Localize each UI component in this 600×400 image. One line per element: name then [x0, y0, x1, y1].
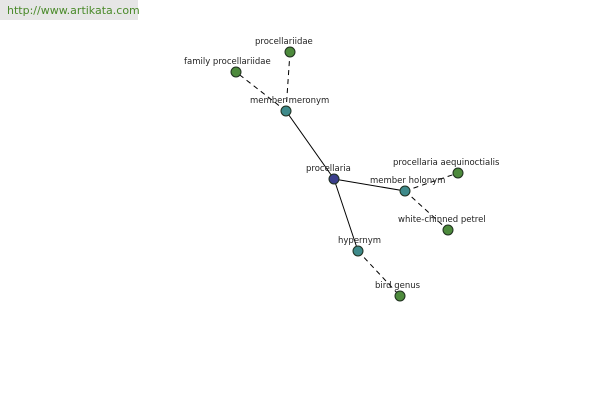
label-white-chinned-petrel[interactable]: white-chinned petrel — [398, 215, 486, 225]
node-white-chinned-petrel[interactable] — [442, 224, 454, 236]
label-hypernym[interactable]: hypernym — [338, 236, 381, 246]
edge-procellaria-to-member-holonym — [333, 178, 406, 192]
label-procellaria[interactable]: procellaria — [306, 164, 351, 174]
label-procellariidae[interactable]: procellariidae — [255, 37, 313, 47]
node-family-procellariidae[interactable] — [230, 66, 242, 78]
edge-member-meronym-to-family-procellariidae — [235, 71, 287, 112]
nodes-layer — [230, 46, 464, 302]
label-member-holonym[interactable]: member holonym — [370, 176, 445, 186]
watermark-banner: http://www.artikata.com — [0, 0, 140, 20]
label-family-procellariidae[interactable]: family procellariidae — [184, 57, 271, 67]
node-bird-genus[interactable] — [394, 290, 406, 302]
label-bird-genus[interactable]: bird genus — [375, 281, 421, 291]
edges-layer — [235, 51, 459, 297]
node-member-meronym[interactable] — [280, 105, 292, 117]
node-procellaria-aequinoctialis[interactable] — [452, 167, 464, 179]
edge-member-meronym-to-procellariidae — [285, 51, 291, 112]
label-procellaria-aequinoctialis[interactable]: procellaria aequinoctialis — [393, 158, 500, 168]
labels-layer: procellaria member meronym member holonym h… — [184, 37, 500, 291]
edge-procellaria-to-member-meronym — [285, 110, 335, 180]
node-procellaria[interactable] — [328, 173, 340, 185]
node-member-holonym[interactable] — [399, 185, 411, 197]
watermark-link[interactable]: http://www.artikata.com — [7, 4, 140, 17]
node-procellariidae[interactable] — [284, 46, 296, 58]
node-hypernym[interactable] — [352, 245, 364, 257]
edge-hypernym-to-bird-genus — [357, 250, 401, 297]
edge-member-holonym-to-white-chinned-petrel — [404, 190, 449, 231]
edge-member-holonym-to-procellaria-aequinoctialis — [404, 172, 459, 192]
edge-procellaria-to-hypernym — [333, 178, 359, 252]
label-member-meronym[interactable]: member meronym — [250, 96, 329, 106]
